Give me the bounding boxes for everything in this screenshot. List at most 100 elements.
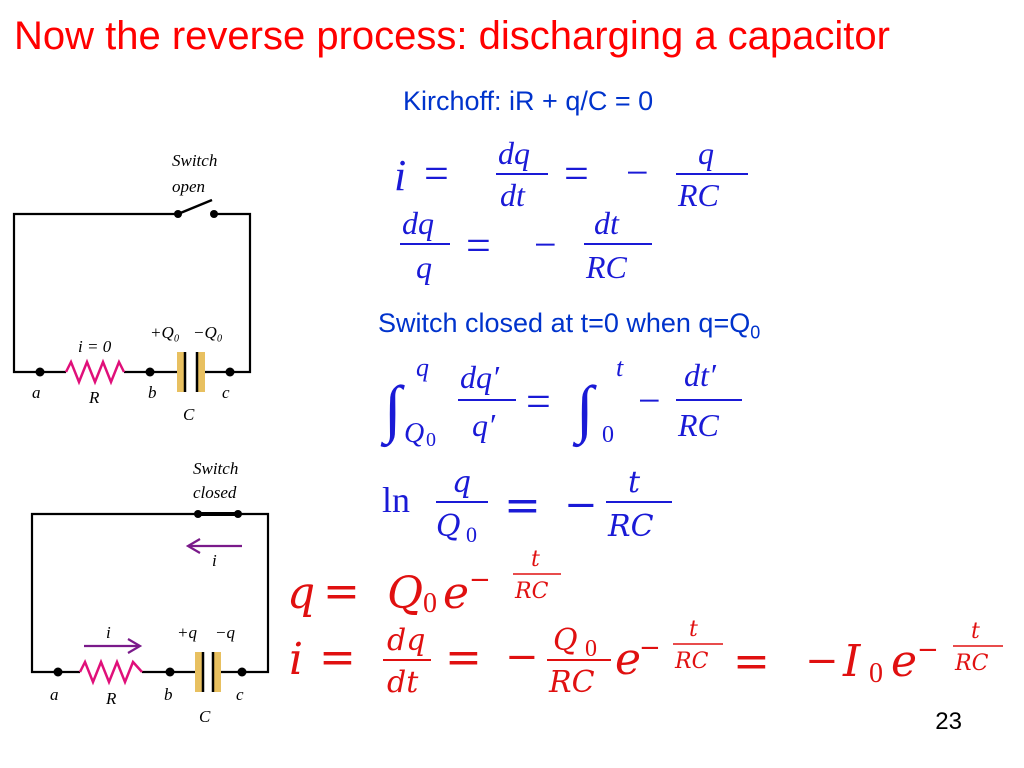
slide-title: Now the reverse process: discharging a c… <box>14 14 890 58</box>
eq6-equals-2: = <box>445 632 482 683</box>
eq6-exp2-numerator: t <box>971 619 980 644</box>
eq6-numerator: dq <box>387 623 425 658</box>
circuit-switch-closed: Switch closed i i +q −q a b c R C <box>30 459 270 726</box>
node-a <box>53 667 63 677</box>
switch-closed-note: Switch closed at t=0 when q=Q0 <box>378 308 760 343</box>
minus-charge-label: −Q₀ <box>193 323 223 342</box>
switch-contact <box>174 210 182 218</box>
eq6-numerator-2: Q <box>553 623 578 658</box>
eq2-minus: − <box>534 222 557 267</box>
eq3-numerator-2: dt′ <box>684 357 717 393</box>
eq1-equals-2: = <box>564 149 589 198</box>
eq1-equals: = <box>424 149 449 198</box>
eq5-Q: Q <box>387 568 423 619</box>
eq4-denominator: Q <box>436 509 461 544</box>
node-a-label: a <box>32 383 41 402</box>
eq4-numerator: q <box>452 465 471 500</box>
eq6-I: I <box>842 636 862 687</box>
eq6-lhs: i <box>289 634 303 685</box>
switch-label-2: open <box>172 177 205 196</box>
capacitor-plate-right <box>197 352 205 392</box>
eq4-numerator-2: t <box>628 465 641 500</box>
resistor-label: R <box>88 388 100 407</box>
eq6-e-2: e <box>891 636 917 687</box>
eq5-exp-minus: − <box>469 565 491 595</box>
current-label-top: i <box>212 551 217 570</box>
wire <box>238 512 270 674</box>
eq6-exp2-denominator: RC <box>954 651 989 676</box>
eq3-denominator-2: RC <box>677 407 720 443</box>
eq1-i: i <box>394 151 406 200</box>
capacitor-label: C <box>183 405 195 424</box>
plus-charge-label: +q <box>177 623 197 642</box>
switch-label-1: Switch <box>193 459 238 478</box>
page-number: 23 <box>935 708 962 735</box>
integral-sign: ∫ <box>572 373 597 448</box>
integral-sign: ∫ <box>380 373 405 448</box>
equation-3: ∫ q Q 0 dq′ q′ = ∫ t 0 − dt′ RC <box>380 353 742 451</box>
eq1-minus: − <box>626 150 649 195</box>
eq5-lhs: q <box>287 568 315 619</box>
node-a-label: a <box>50 685 59 704</box>
capacitor-plate-left <box>195 652 203 692</box>
equation-5: q = Q 0 e − t RC <box>287 547 561 619</box>
circuit-switch-open: Switch open i = 0 +Q₀ −Q₀ a b c R C <box>12 151 252 424</box>
switch-contact <box>234 510 242 518</box>
switch-lever <box>177 198 213 216</box>
eq3-int-upper: q <box>416 353 429 382</box>
switch-label-2: closed <box>193 483 237 502</box>
equation-2: dq q = − dt RC <box>400 205 652 285</box>
resistor-label: R <box>105 689 117 708</box>
eq3-equals: = <box>526 377 551 426</box>
minus-charge-label: −q <box>215 623 235 642</box>
switch-contact <box>210 210 218 218</box>
current-label-bottom: i <box>106 623 111 642</box>
equation-6: i = dq dt = − Q 0 RC e − t RC = − I 0 e … <box>289 617 1003 700</box>
eq1-numerator-2: q <box>698 135 714 171</box>
eq3-int2-lower: 0 <box>602 422 614 448</box>
eq6-numerator-2-sub: 0 <box>585 636 597 662</box>
eq1-numerator: dq <box>498 135 530 171</box>
eq4-ln: ln <box>382 480 410 520</box>
eq6-denominator-2: RC <box>548 665 595 700</box>
eq5-Q-sub: 0 <box>423 588 437 619</box>
eq1-denominator: dt <box>500 177 526 213</box>
eq6-exp-denominator: RC <box>674 649 709 674</box>
node-c-label: c <box>222 383 230 402</box>
wire <box>30 512 198 674</box>
node-b-label: b <box>148 383 157 402</box>
capacitor-label: C <box>199 707 211 726</box>
eq2-equals: = <box>466 221 491 270</box>
node-c <box>237 667 247 677</box>
current-label: i = 0 <box>78 337 112 356</box>
eq3-minus: − <box>638 378 661 423</box>
eq2-denominator-2: RC <box>585 249 628 285</box>
eq4-denominator-2: RC <box>607 509 654 544</box>
eq3-int2-upper: t <box>616 353 624 382</box>
plus-charge-label: +Q₀ <box>150 323 180 342</box>
eq5-equals: = <box>323 566 360 617</box>
eq6-exp2-minus: − <box>917 635 939 665</box>
eq5-exp-denominator: RC <box>514 579 549 604</box>
resistor <box>78 658 143 686</box>
eq6-minus-2: − <box>805 638 839 684</box>
eq2-denominator: q <box>416 249 432 285</box>
eq1-denominator-2: RC <box>677 177 720 213</box>
eq3-int-lower-sub: 0 <box>426 429 436 451</box>
node-b <box>145 367 155 377</box>
switch-closed-subscript: 0 <box>750 322 761 343</box>
arrowhead <box>185 538 201 554</box>
node-b <box>165 667 175 677</box>
eq6-I-sub: 0 <box>869 658 883 689</box>
equation-1: i = dq dt = − q RC <box>394 135 748 213</box>
node-b-label: b <box>164 685 173 704</box>
eq5-exp-numerator: t <box>531 547 540 572</box>
kirchoff-equation: Kirchoff: iR + q/C = 0 <box>403 86 654 116</box>
eq6-exp-numerator: t <box>689 617 698 642</box>
wire <box>214 212 252 374</box>
switch-closed-text: Switch closed at t=0 when q=Q <box>378 308 751 338</box>
blue-equations: i = dq dt = − q RC dq q = − dt RC ∫ q Q <box>380 135 748 451</box>
eq2-numerator-2: dt <box>594 205 620 241</box>
eq4-denominator-sub: 0 <box>466 522 477 547</box>
eq4-minus: − <box>564 482 598 528</box>
